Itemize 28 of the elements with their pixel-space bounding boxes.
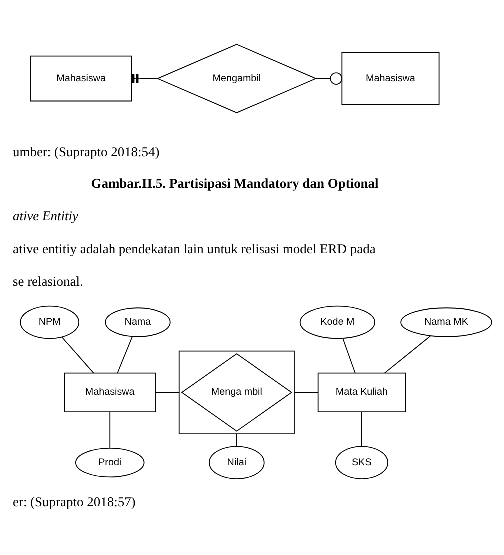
- node-ellipse: NPM: [20, 305, 80, 339]
- node-box: Mahasiswa: [342, 52, 440, 105]
- label: Gambar.II.5. Partisipasi Mandatory dan Optional: [91, 176, 379, 191]
- label: se relasional.: [12, 274, 84, 289]
- connector: [384, 335, 432, 374]
- connector: [117, 336, 133, 374]
- connector: [155, 392, 180, 393]
- label: umber: (Suprapto 2018:54): [12, 144, 160, 160]
- node-ellipse: Kode M: [300, 305, 376, 339]
- node-ellipse: Nama: [105, 307, 171, 337]
- node-box: Mahasiswa: [64, 372, 156, 412]
- node-box: Mata Kuliah: [318, 372, 406, 412]
- node-box: Mahasiswa: [30, 55, 132, 102]
- node-diamond: Mengambil: [156, 44, 318, 113]
- connector: [294, 392, 319, 393]
- label: ative Entitiy: [12, 208, 79, 223]
- node-ellipse: Prodi: [75, 448, 145, 478]
- connector: [342, 338, 356, 374]
- label: er: (Suprapto 2018:57): [12, 494, 136, 509]
- node-ellipse: Nilai: [209, 446, 265, 479]
- connector: [316, 72, 343, 84]
- node-ellipse: Nama MK: [400, 307, 492, 337]
- connector: [236, 433, 238, 446]
- connector: [62, 336, 94, 374]
- node-ellipse: SKS: [335, 446, 388, 479]
- connector: [110, 411, 111, 448]
- node-diamond: Menga mbil: [181, 352, 293, 432]
- label: ative entitiy adalah pendekatan lain untuk relisasi model ERD pada: [12, 241, 376, 256]
